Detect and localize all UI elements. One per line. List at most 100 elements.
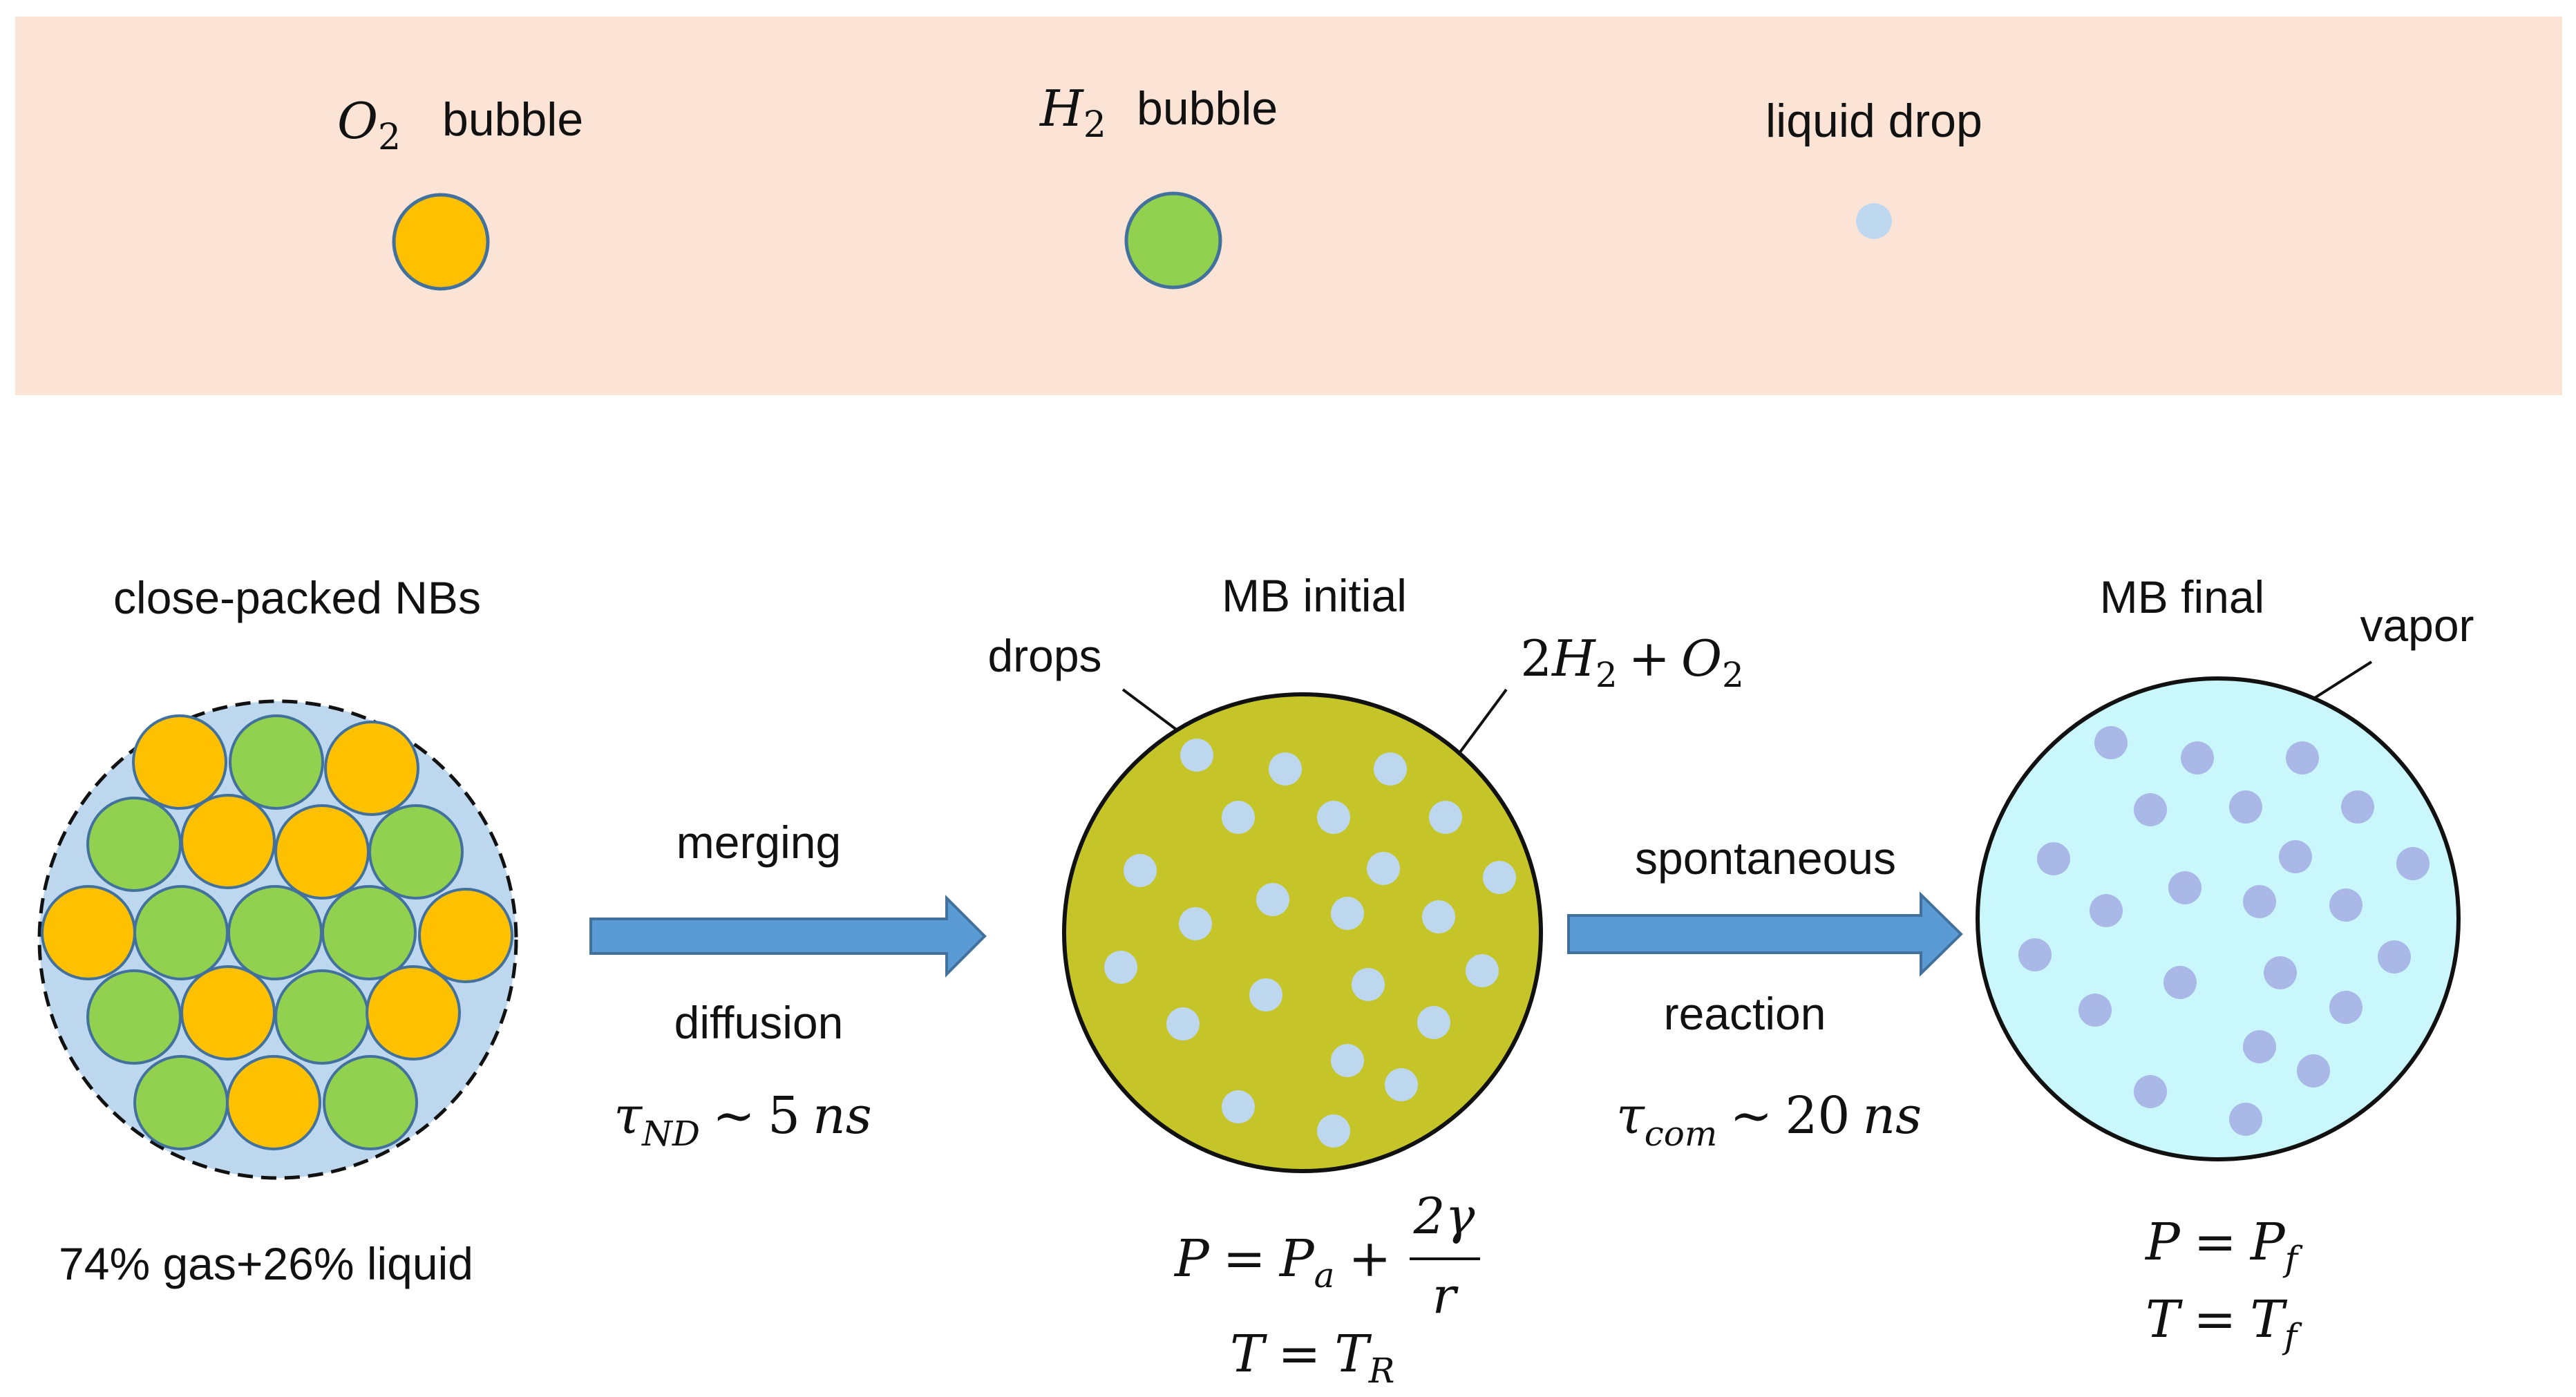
o2-nanobubble [41,885,136,980]
merging-arrow [589,895,987,978]
legend-h2-label: bubble [1137,82,1278,135]
legend-background [15,17,2562,395]
liquid-drop [1222,1090,1255,1123]
vapor-dot [2078,994,2112,1027]
o2-nanobubble [226,1055,321,1150]
o2-nanobubble [132,714,227,810]
diffusion-label: diffusion [674,997,844,1048]
mb-initial-bubble [1062,692,1543,1173]
h2-nanobubble [86,969,182,1065]
stage-close-packed-nbs: close-packed NBs [37,572,518,1289]
o2-nanobubble [180,794,276,889]
liquid-drop-swatch [1856,203,1892,239]
liquid-drop [1429,801,1462,834]
vapor-dot [2090,894,2123,927]
h2-nanobubble [133,885,229,980]
o2-nanobubble [274,804,370,900]
h2-nanobubble [321,885,417,980]
vapor-dot [2396,847,2430,880]
vapor-dot [2229,1103,2262,1136]
h2-nanobubble [274,969,370,1065]
liquid-drop [1417,1006,1450,1039]
h2-nanobubble [133,1055,229,1150]
vapor-dot [2181,741,2214,774]
h2-bubble-swatch [1124,191,1222,289]
vapor-dot [2243,885,2276,918]
legend-liquid-drop: liquid drop [1765,95,1982,239]
vapor-dot [2094,726,2128,759]
liquid-drop [1374,752,1407,786]
fraction-numerator: 2γ [1413,1187,1476,1245]
legend-o2-label: bubble [442,93,583,146]
fraction-denominator: r [1432,1266,1459,1324]
liquid-drop [1317,1114,1350,1148]
o2-nanobubble [324,721,419,816]
close-packed-title: close-packed NBs [113,572,481,623]
liquid-drop [1179,907,1212,940]
h2-nanobubble [227,885,323,980]
spontaneous-label: spontaneous [1635,833,1896,884]
o2-bubble-swatch [392,193,490,291]
vapor-dot [2163,966,2197,999]
vapor-dot [2279,840,2312,873]
drops-label: drops [987,630,1101,681]
liquid-drop [1124,854,1157,887]
liquid-drop [1222,801,1255,834]
legend-o2-subscript: 2 [378,117,401,158]
liquid-drop [1256,883,1289,916]
vapor-dot [2243,1030,2276,1063]
vapor-dot [2341,790,2374,824]
liquid-drop [1317,801,1350,834]
legend-panel: O2 bubble H2 bubble liquid drop [15,17,2562,395]
vapor-dot [2329,991,2362,1024]
o2-nanobubble [418,888,513,983]
svg-text:H2: H2 [1039,79,1106,146]
merging-label: merging [676,817,841,868]
stage-mb-final: MB final vapor [1976,571,2474,1356]
svg-text:P=Pa+: P=Pa+ [1173,1229,1391,1295]
svg-text:O2: O2 [337,92,401,158]
h2-nanobubble [323,1055,418,1150]
nb-cluster-bubbles [41,714,513,1150]
vapor-dot [2229,790,2262,824]
liquid-drop [1466,954,1499,987]
mb-final-temperature-equation: T=Tf [2146,1290,2302,1356]
legend-h2-bubble: H2 bubble [1039,79,1278,289]
vapor-dot [2037,842,2070,875]
legend-o2-symbol: O [337,92,378,150]
vapor-dot [2018,938,2052,971]
liquid-drop [1422,900,1455,933]
liquid-drop [1367,852,1400,885]
mb-final-vapor [2018,726,2430,1136]
liquid-drop [1104,951,1137,984]
liquid-drop [1249,978,1282,1011]
h2-nanobubble [368,804,464,900]
liquid-drop [1352,968,1385,1001]
reaction-label: reaction [1664,988,1826,1039]
legend-drop-label: liquid drop [1765,95,1982,147]
gas-mixture-label: 2H2+O2 [1520,629,1744,695]
liquid-drop [1483,861,1516,894]
mb-initial-pressure-equation: P=Pa+ 2γ r [1173,1187,1480,1324]
h2-nanobubble [86,797,182,892]
mb-final-bubble [1976,676,2461,1161]
vapor-dot [2297,1054,2330,1087]
vapor-label: vapor [2360,600,2474,651]
legend-o2-bubble: O2 bubble [337,92,583,291]
o2-nanobubble [366,965,461,1061]
composition-label: 74% gas+26% liquid [59,1238,473,1289]
legend-h2-symbol: H [1039,79,1084,137]
vapor-dot [2378,940,2411,973]
stage-mb-initial: MB initial drops 2H2+O2 [987,570,1743,1391]
vapor-dot [2286,741,2319,774]
liquid-drop [1269,752,1302,786]
liquid-drop [1385,1068,1418,1101]
liquid-drop [1166,1007,1200,1040]
o2-nanobubble [180,965,276,1061]
liquid-drop [1331,1044,1364,1077]
mb-final-pressure-equation: P=Pf [2144,1213,2303,1279]
